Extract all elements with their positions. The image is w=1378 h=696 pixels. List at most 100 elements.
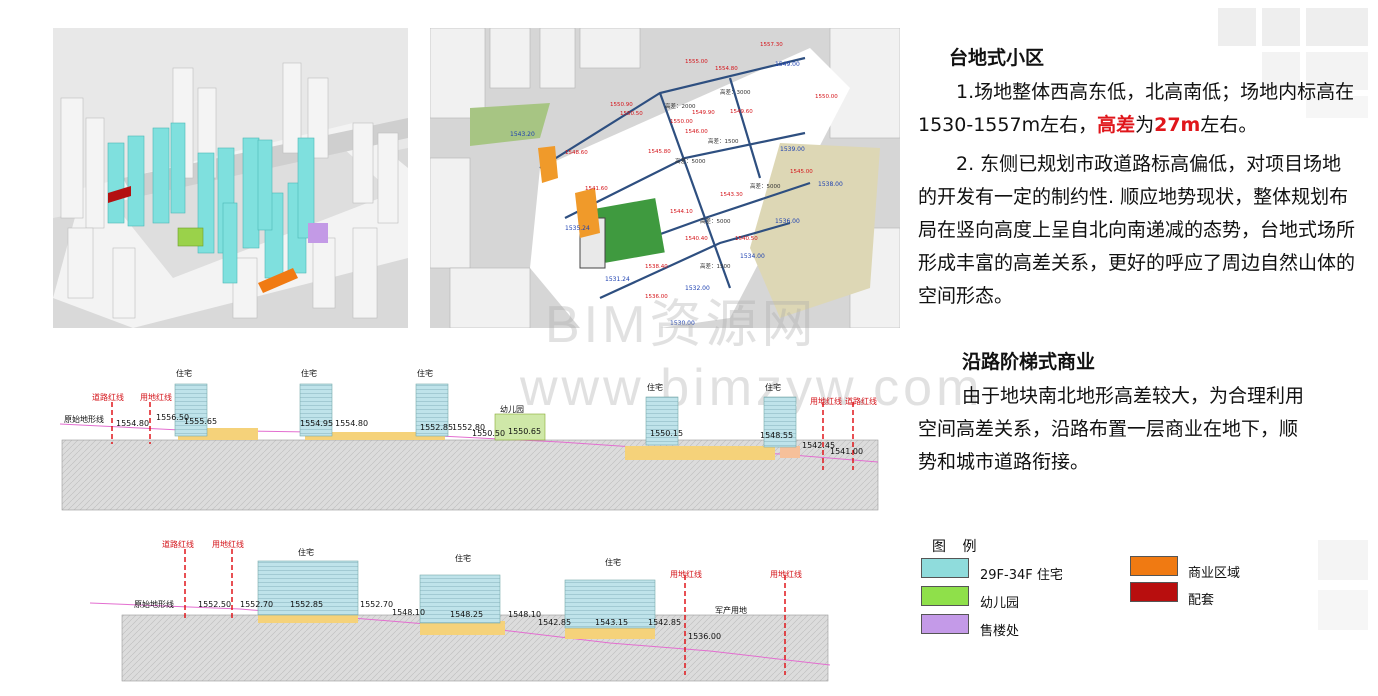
site-elevation-plan-image: 1543.20 1549.00 1539.00 1538.00 1536.00 …	[430, 28, 900, 328]
level-label: 1550.65	[508, 427, 541, 436]
background-square	[1306, 96, 1368, 118]
background-square	[1262, 52, 1300, 90]
svg-text:1530.00: 1530.00	[670, 320, 695, 327]
svg-text:1538.40: 1538.40	[645, 264, 668, 270]
level-label: 1550.50	[472, 429, 505, 438]
military-land-label: 军产用地	[715, 605, 747, 615]
legend-label-commercial: 商业区域	[1188, 566, 1241, 581]
svg-text:1540.40: 1540.40	[685, 236, 708, 242]
paragraph-1-text: 1.场地整体西高东低，北高南低；场地内标高在1530-1557m左右，	[918, 81, 1355, 136]
section-1-paragraph-1: 1.场地整体西高东低，北高南低；场地内标高在1530-1557m左右，高差为27…	[918, 76, 1360, 142]
svg-text:1543.30: 1543.30	[720, 192, 743, 198]
legend-label-facilities: 配套	[1188, 593, 1215, 608]
legend-title: 图 例	[932, 539, 983, 555]
level-label: 1548.55	[760, 431, 793, 440]
svg-text:高差：3000: 高差：3000	[720, 88, 751, 96]
residence-label: 住宅	[605, 557, 621, 567]
svg-text:1538.00: 1538.00	[818, 181, 843, 188]
level-label: 1555.65	[184, 417, 217, 426]
background-square	[1306, 52, 1368, 90]
svg-text:1534.00: 1534.00	[740, 253, 765, 260]
svg-text:1531.24: 1531.24	[605, 276, 630, 283]
svg-text:1535.24: 1535.24	[565, 225, 590, 232]
massing-model-image	[53, 28, 408, 328]
level-label: 1556.50	[156, 413, 189, 422]
level-label: 1554.95	[300, 419, 333, 428]
residence-label: 住宅	[301, 368, 317, 378]
legend-label-kindergarten: 幼儿园	[980, 596, 1020, 611]
legend-swatch-kindergarten	[921, 586, 969, 606]
legend-swatch-sales-office	[921, 614, 969, 634]
svg-text:高差：5000: 高差：5000	[675, 157, 706, 165]
residence-label: 住宅	[765, 382, 781, 392]
svg-text:1550.90: 1550.90	[610, 102, 633, 108]
background-square	[1306, 8, 1368, 46]
level-label: 1548.25	[450, 610, 483, 619]
svg-text:1536.00: 1536.00	[775, 218, 800, 225]
svg-text:1536.00: 1536.00	[645, 294, 668, 300]
level-label: 1552.70	[240, 600, 273, 609]
background-square	[1318, 590, 1368, 630]
svg-text:1543.20: 1543.20	[510, 131, 535, 138]
section-1-paragraph-2: 2. 东侧已规划市政道路标高偏低，对项目场地的开发有一定的制约性. 顺应地势现状…	[918, 153, 1356, 307]
svg-text:1539.00: 1539.00	[780, 146, 805, 153]
section-2-title: 沿路阶梯式商业	[962, 351, 1096, 373]
legend-label-residence: 29F-34F 住宅	[980, 568, 1063, 583]
site-red-line-label: 用地红线	[212, 539, 244, 549]
original-ground-label: 原始地形线	[64, 414, 104, 424]
residence-label: 住宅	[647, 382, 663, 392]
svg-text:1554.80: 1554.80	[715, 66, 738, 72]
svg-text:1555.00: 1555.00	[685, 59, 708, 65]
svg-text:1545.00: 1545.00	[790, 169, 813, 175]
level-label: 1541.00	[830, 447, 863, 456]
background-square	[1262, 8, 1300, 46]
background-square	[1318, 540, 1368, 580]
level-label: 1548.10	[508, 610, 541, 619]
svg-text:1545.80: 1545.80	[648, 149, 671, 155]
paragraph-1-end: 左右。	[1200, 114, 1258, 136]
svg-text:1544.10: 1544.10	[670, 209, 693, 215]
kindergarten-label: 幼儿园	[500, 404, 524, 414]
svg-text:1549.90: 1549.90	[692, 110, 715, 116]
level-label: 1543.15	[595, 618, 628, 627]
level-label: 1552.50	[198, 600, 231, 609]
section-drawing-a: 道路红线 用地红线 用地红线 道路红线 原始地形线 住宅 住宅 住宅 幼儿园 住…	[60, 362, 880, 512]
level-label: 1542.45	[802, 441, 835, 450]
legend-swatch-residence	[921, 558, 969, 578]
level-label: 1542.85	[648, 618, 681, 627]
road-red-line-label: 道路红线	[92, 392, 124, 402]
svg-text:1550.50: 1550.50	[620, 111, 643, 117]
legend-swatch-commercial	[1130, 556, 1178, 576]
svg-text:1540.50: 1540.50	[735, 236, 758, 242]
svg-text:1549.00: 1549.00	[775, 61, 800, 68]
level-label: 1548.10	[392, 608, 425, 617]
level-label: 1552.85	[290, 600, 323, 609]
residence-label: 住宅	[298, 547, 314, 557]
svg-text:1546.00: 1546.00	[685, 129, 708, 135]
highlight-height-difference: 高差	[1097, 114, 1136, 136]
residence-label: 住宅	[176, 368, 192, 378]
background-square	[1218, 8, 1256, 46]
svg-text:1557.30: 1557.30	[760, 42, 783, 48]
svg-text:1532.00: 1532.00	[685, 285, 710, 292]
svg-text:高差：2000: 高差：2000	[665, 102, 696, 110]
residence-label: 住宅	[417, 368, 433, 378]
section-1-title: 台地式小区	[949, 47, 1045, 69]
svg-text:1548.60: 1548.60	[565, 150, 588, 156]
paragraph-1-mid: 为	[1135, 114, 1155, 136]
level-label: 1552.80	[452, 423, 485, 432]
legend-label-sales-office: 售楼处	[980, 624, 1020, 639]
site-red-line-label-east: 用地红线	[670, 569, 702, 579]
section-drawing-b: 道路红线 用地红线 用地红线 用地红线 原始地形线 住宅 住宅 住宅 军产用地 …	[90, 535, 880, 685]
level-label: 1552.70	[360, 600, 393, 609]
svg-text:1550.00: 1550.00	[670, 119, 693, 125]
section-2-body: 由于地块南北地形高差较大，为合理利用空间高差关系，沿路布置一层商业在地下，顺势和…	[918, 385, 1305, 473]
level-label: 1550.15	[650, 429, 683, 438]
svg-text:1541.60: 1541.60	[585, 186, 608, 192]
svg-text:高差：5000: 高差：5000	[750, 182, 781, 190]
level-label: 1554.80	[116, 419, 149, 428]
site-red-line-label: 用地红线	[140, 392, 172, 402]
original-ground-label: 原始地形线	[134, 599, 174, 609]
site-red-line-label-east-2: 用地红线	[770, 569, 802, 579]
svg-text:1550.00: 1550.00	[815, 94, 838, 100]
